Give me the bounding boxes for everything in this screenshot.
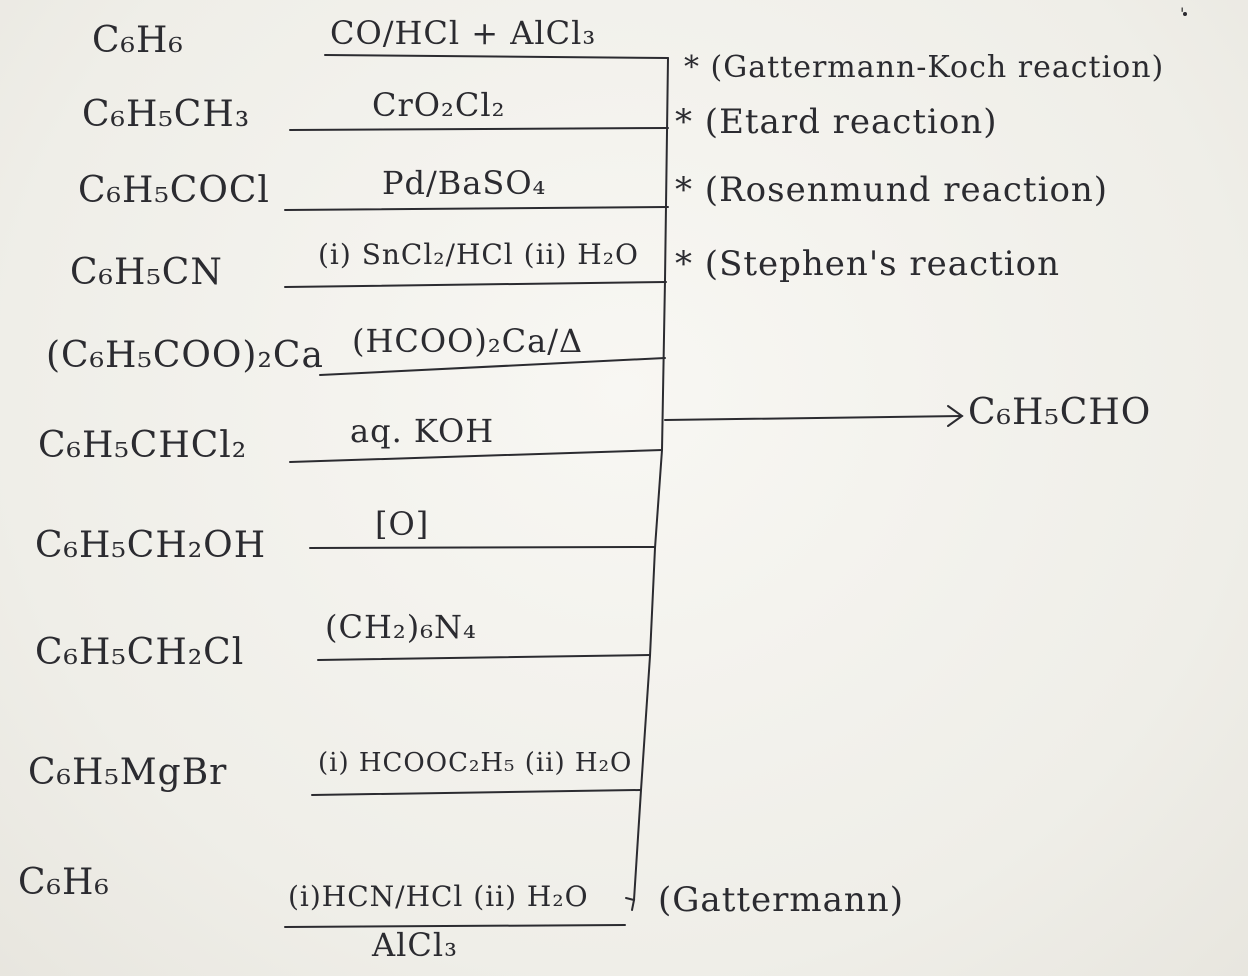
reagent-pd-baso4: Pd/BaSO₄ bbox=[382, 164, 547, 202]
reagent-hexamine: (CH₂)₆N₄ bbox=[325, 608, 477, 646]
reagent-calcium-formate: (HCOO)₂Ca/Δ bbox=[352, 322, 584, 360]
reagent-ethyl-formate-h2o: (i) HCOOC₂H₅ (ii) H₂O bbox=[318, 748, 633, 778]
reactant-benzene: C₆H₆ bbox=[92, 20, 184, 61]
reagent-line-4 bbox=[284, 281, 667, 288]
reactant-benzyl-chloride: C₆H₅CH₂Cl bbox=[35, 632, 245, 673]
corner-mark: ' bbox=[1180, 4, 1185, 23]
name-gattermann-koch: * (Gattermann-Koch reaction) bbox=[684, 50, 1165, 85]
product-arrow-head bbox=[947, 405, 964, 427]
reagent-line-5 bbox=[319, 357, 666, 376]
reactant-benzoyl-chloride: C₆H₅COCl bbox=[78, 170, 270, 211]
reactant-calcium-benzoate: (C₆H₅COO)₂Ca bbox=[46, 335, 324, 376]
reagent-line-10 bbox=[284, 924, 626, 928]
reagent-sncl2-hcl-h2o: (i) SnCl₂/HCl (ii) H₂O bbox=[318, 238, 639, 271]
corner-dot bbox=[1183, 12, 1187, 16]
reagent-aq-koh: aq. KOH bbox=[350, 412, 495, 450]
reagent-line-8 bbox=[317, 654, 651, 661]
reactant-benzyl-alcohol: C₆H₅CH₂OH bbox=[35, 525, 267, 566]
reactant-toluene: C₆H₅CH₃ bbox=[82, 94, 251, 135]
reagent-oxidation: [O] bbox=[375, 505, 430, 543]
reagent-line-2 bbox=[289, 127, 669, 131]
reagent-hcn-hcl-h2o: (i)HCN/HCl (ii) H₂O bbox=[288, 880, 589, 913]
reagent-line-7 bbox=[309, 546, 656, 549]
name-gattermann: (Gattermann) bbox=[658, 880, 904, 920]
reagent-co-hcl-alcl3: CO/HCl + AlCl₃ bbox=[330, 14, 597, 52]
reactant-benzonitrile: C₆H₅CN bbox=[70, 252, 223, 293]
reactant-phenyl-mgbr: C₆H₅MgBr bbox=[28, 752, 228, 793]
product-arrow-shaft bbox=[664, 415, 963, 421]
reagent-line-6 bbox=[289, 449, 663, 463]
name-etard: * (Etard reaction) bbox=[675, 102, 998, 142]
collector-bar bbox=[633, 57, 669, 901]
name-rosenmund: * (Rosenmund reaction) bbox=[675, 170, 1109, 210]
reagent-alcl3-catalyst: AlCl₃ bbox=[372, 926, 458, 964]
reactant-benzene-gattermann: C₆H₆ bbox=[18, 862, 110, 903]
reagent-line-9 bbox=[311, 789, 641, 796]
product-benzaldehyde: C₆H₅CHO bbox=[968, 392, 1152, 433]
reactant-benzal-chloride: C₆H₅CHCl₂ bbox=[38, 425, 248, 466]
reagent-cro2cl2: CrO₂Cl₂ bbox=[372, 86, 506, 124]
name-stephen: * (Stephen's reaction bbox=[675, 244, 1061, 284]
reagent-line-3 bbox=[284, 206, 669, 211]
collector-foot bbox=[625, 897, 636, 911]
reagent-line-1 bbox=[324, 54, 669, 59]
